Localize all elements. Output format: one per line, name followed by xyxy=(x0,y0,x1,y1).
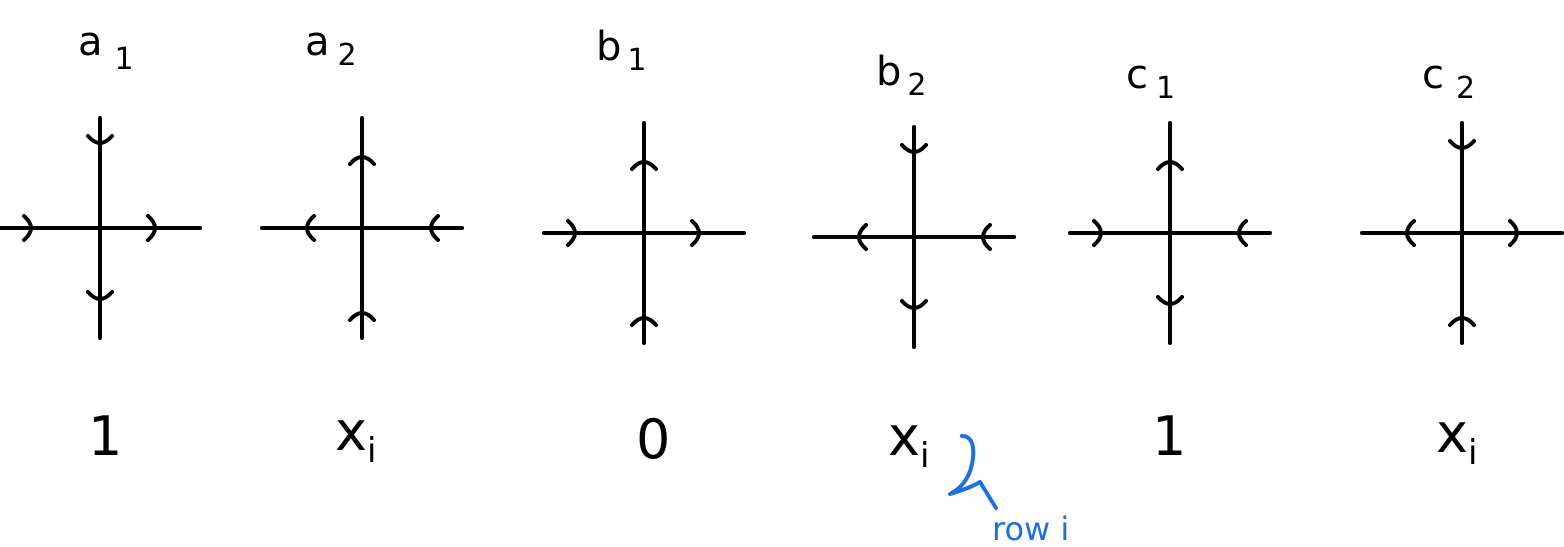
arrow-right xyxy=(1237,219,1248,247)
arrow-bottom xyxy=(86,290,114,301)
arrow-right xyxy=(1508,219,1519,247)
arrow-top xyxy=(86,134,114,145)
arrow-left xyxy=(566,219,577,247)
weight-b2: xi xyxy=(888,405,929,476)
crossing-a1 xyxy=(0,116,202,340)
crossing-b1 xyxy=(542,121,746,345)
arrow-right xyxy=(690,219,701,247)
arrow-right xyxy=(146,214,157,242)
weight-c2: xi xyxy=(1436,402,1477,473)
arrow-bottom xyxy=(900,299,928,310)
arrow-bottom xyxy=(1156,295,1184,306)
arrow-bottom xyxy=(1448,316,1476,327)
arrow-left xyxy=(1092,219,1103,247)
arrow-left xyxy=(22,214,33,242)
annotation-label: row i xyxy=(992,510,1069,547)
arrow-top xyxy=(630,160,658,171)
arrow-bottom xyxy=(630,316,658,327)
arrow-bottom xyxy=(348,311,376,322)
arrow-top xyxy=(1448,139,1476,150)
arrow-right xyxy=(981,223,992,251)
weight-a1: 1 xyxy=(88,405,122,468)
arrow-left xyxy=(857,223,868,251)
arrow-top xyxy=(900,143,928,154)
crossing-b2 xyxy=(812,125,1016,349)
weight-a2: xi xyxy=(335,400,376,471)
arrow-top xyxy=(1156,160,1184,171)
annotation-brace xyxy=(948,434,998,510)
row-annotation: row i xyxy=(948,434,1069,547)
arrow-left xyxy=(305,214,316,242)
arrow-right xyxy=(429,214,440,242)
arrow-left xyxy=(1405,219,1416,247)
crossing-a2 xyxy=(260,116,464,340)
arrow-top xyxy=(348,155,376,166)
weight-b1: 0 xyxy=(636,408,670,471)
crossing-c1 xyxy=(1068,121,1272,345)
weight-c1: 1 xyxy=(1152,405,1186,468)
crossing-c2 xyxy=(1360,121,1564,345)
